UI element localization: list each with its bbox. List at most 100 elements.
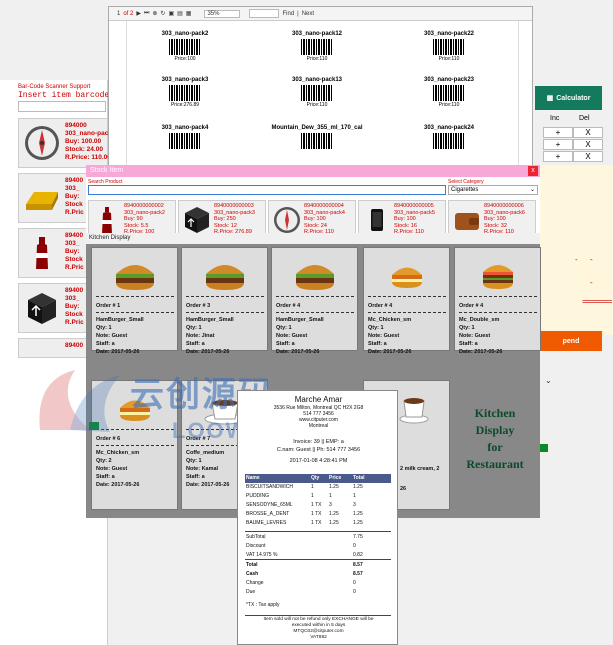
barcode-label: Mountain_Dew_355_ml_170_cal bbox=[267, 125, 367, 150]
barcode-label: 303_nano-pack4 bbox=[145, 125, 225, 150]
minus-icon: - bbox=[590, 278, 593, 287]
del-button[interactable]: X bbox=[573, 151, 603, 162]
separator-icon: | bbox=[297, 10, 299, 17]
totals-divider: ======== bbox=[582, 297, 612, 306]
pdf-toolbar: 1 of 2 ▶ ⏭ ⊗ ↻ ▣ ▤ ▦ 35% Find | Next bbox=[109, 7, 532, 21]
phone-icon bbox=[371, 209, 383, 231]
burger-icon bbox=[116, 265, 154, 290]
refresh-icon[interactable]: ↻ bbox=[160, 11, 166, 17]
barcode-bars-icon bbox=[169, 85, 201, 101]
coffee-icon bbox=[204, 400, 246, 425]
divider bbox=[245, 531, 391, 532]
invoice-line: Invoice: 39 || EMP: a bbox=[293, 439, 344, 445]
divider bbox=[245, 559, 391, 560]
store-name: Marche Amar bbox=[294, 395, 343, 404]
page-current[interactable]: 1 bbox=[117, 10, 121, 17]
last-page-icon[interactable]: ⏭ bbox=[143, 10, 150, 16]
barcode-input[interactable] bbox=[18, 101, 106, 112]
close-icon[interactable]: x bbox=[528, 166, 538, 176]
layout-icon[interactable]: ▤ bbox=[177, 11, 183, 17]
double-burger-icon bbox=[483, 265, 513, 289]
spend-button[interactable]: pend bbox=[540, 331, 602, 351]
box-icon bbox=[28, 293, 56, 324]
zoom-select[interactable]: 35% bbox=[204, 9, 241, 18]
burger-icon bbox=[296, 265, 334, 290]
category-select[interactable]: Cigarettes⌄ bbox=[448, 185, 538, 195]
compass-icon bbox=[274, 207, 300, 233]
receipt-vat-code: VAT882 bbox=[310, 635, 327, 640]
export-icon[interactable]: ▦ bbox=[185, 11, 192, 17]
cart-row: + X bbox=[533, 139, 613, 150]
search-product-input[interactable] bbox=[88, 185, 446, 195]
soda-bottle-icon bbox=[36, 237, 48, 269]
stop-icon[interactable]: ⊗ bbox=[152, 11, 158, 17]
stock-title-bar: Stock Item bbox=[86, 165, 540, 177]
stock-item-window: Stock Item x Search Product Select Categ… bbox=[86, 165, 540, 240]
barcode-bars-icon bbox=[301, 85, 333, 101]
cart-row: + X bbox=[533, 151, 613, 162]
inc-button[interactable]: + bbox=[543, 139, 573, 150]
divider bbox=[245, 615, 391, 616]
gold-bar-icon bbox=[26, 192, 58, 210]
store-address: 3536 Rue Milton, Montreal QC H2X 2G8 bbox=[273, 405, 364, 411]
print-icon[interactable]: ▣ bbox=[168, 11, 175, 17]
coffee-icon bbox=[399, 398, 429, 424]
vat-row: VAT 14.975 %0.82 bbox=[246, 552, 363, 558]
inc-button[interactable]: + bbox=[543, 127, 573, 138]
box-icon bbox=[185, 207, 209, 233]
status-indicator bbox=[89, 422, 99, 430]
scroll-down-icon[interactable]: ⌄ bbox=[545, 376, 552, 385]
store-web: www.citputer.com bbox=[299, 417, 338, 423]
del-button[interactable]: X bbox=[573, 139, 603, 150]
del-button[interactable]: X bbox=[573, 127, 603, 138]
barcode-bars-icon bbox=[169, 133, 201, 149]
find-input[interactable] bbox=[249, 9, 280, 18]
receipt-preview: Marche Amar 3536 Rue Milton, Montreal QC… bbox=[237, 390, 398, 645]
insert-barcode-label: Insert item barcode: bbox=[18, 91, 115, 100]
soda-bottle-icon bbox=[102, 207, 112, 234]
burger-icon bbox=[206, 265, 244, 290]
page-total: of 2 bbox=[123, 10, 134, 17]
calculator-icon: ▦ bbox=[546, 95, 554, 102]
find-link[interactable]: Find bbox=[282, 10, 295, 17]
chicken-burger-icon bbox=[120, 400, 150, 421]
left-product-card[interactable]: 89400 bbox=[18, 338, 108, 358]
next-page-icon[interactable]: ▶ bbox=[136, 11, 141, 17]
inc-button[interactable]: + bbox=[543, 151, 573, 162]
minus-icon: - bbox=[590, 255, 593, 264]
status-indicator bbox=[540, 444, 548, 452]
barcode-bars-icon bbox=[301, 133, 333, 149]
select-category-label: Select Category bbox=[448, 179, 484, 185]
receipt-email: MTQC02@citputer.com bbox=[293, 629, 344, 634]
chevron-down-icon: ⌄ bbox=[529, 187, 535, 193]
wallet-icon bbox=[455, 213, 479, 230]
calculator-button[interactable]: ▦Calculator bbox=[535, 86, 602, 110]
barcode-bars-icon bbox=[433, 85, 465, 101]
next-link[interactable]: Next bbox=[301, 10, 315, 17]
barcode-label: 303_nano-pack24 bbox=[409, 125, 489, 150]
kitchen-display-title: Kitchen Display bbox=[86, 233, 540, 244]
